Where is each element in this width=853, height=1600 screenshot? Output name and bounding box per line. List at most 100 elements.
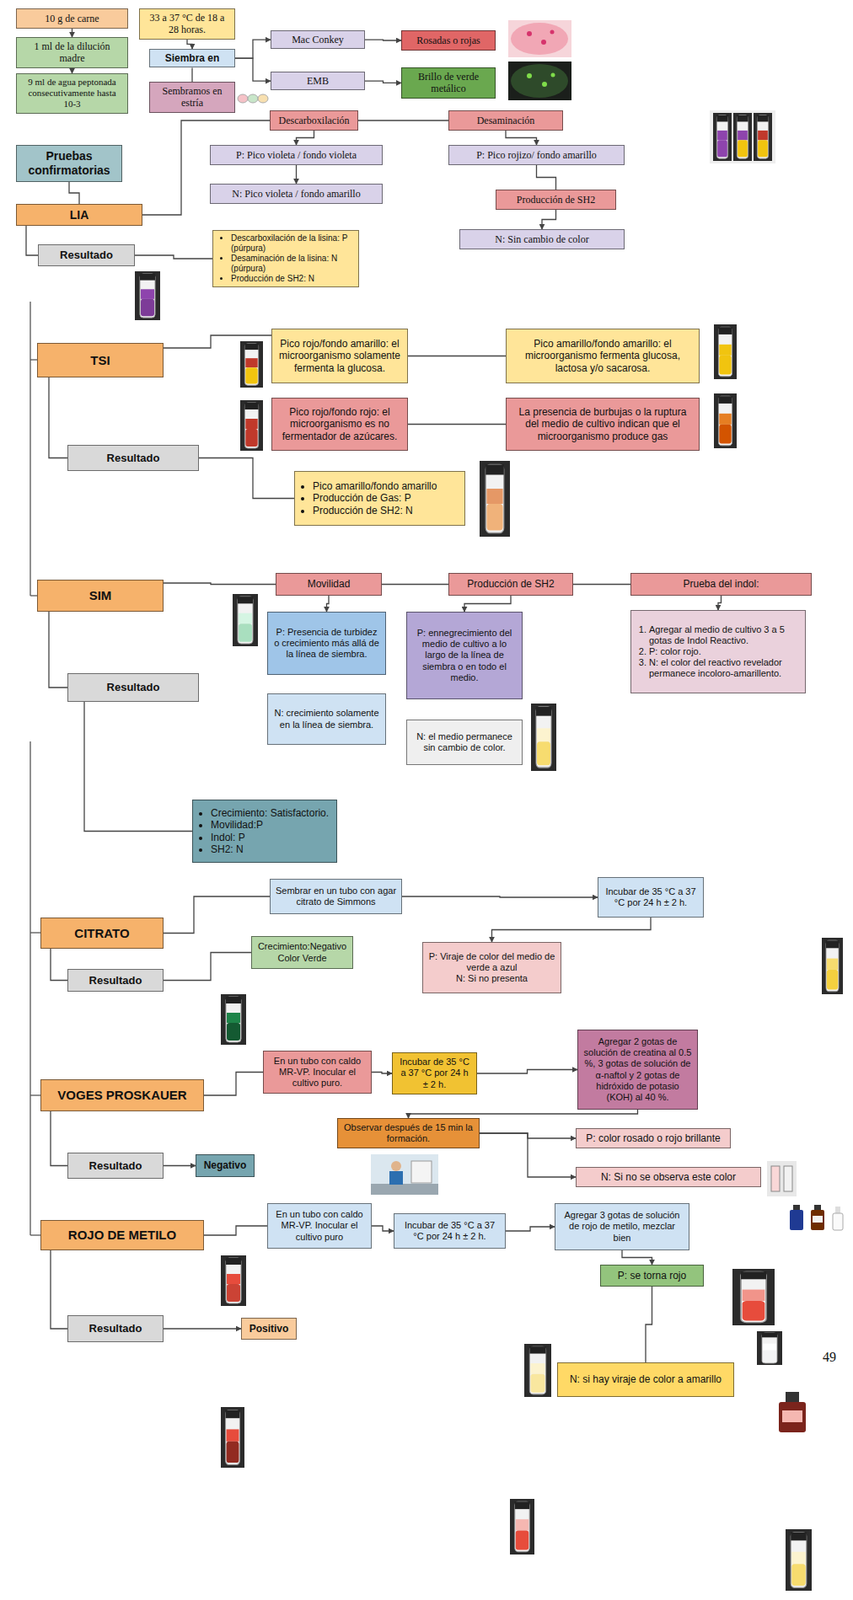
reagent-bottles <box>789 1205 843 1231</box>
node-text: 9 ml de agua peptonada consecutivamente … <box>21 76 124 111</box>
node-text: La presencia de burbujas o la ruptura de… <box>510 406 695 443</box>
test-tube <box>713 324 737 380</box>
node-text: Observar después de 15 min la formación. <box>342 1122 475 1145</box>
process-box: Incubar de 35 °C a 37 °C por 24 h ± 2 h. <box>597 877 704 918</box>
node-text: N: Si no presenta <box>427 973 557 985</box>
connector <box>163 896 270 934</box>
person-body <box>389 1171 403 1186</box>
connector <box>235 58 271 81</box>
test-tube <box>220 994 247 1046</box>
node-text: Sembramos en estría <box>154 85 231 110</box>
connector <box>358 119 449 121</box>
process-box: Agregar al medio de cultivo 3 a 5 gotas … <box>630 610 806 694</box>
header-box: Pruebas confirmatorias <box>16 144 123 183</box>
test-tube <box>134 271 161 321</box>
process-box: Incubar de 35 °C a 37 °C por 24 h ± 2 h. <box>393 1213 506 1250</box>
node-text: P: se torna rojo <box>605 1270 699 1283</box>
node-text: Producción de SH2: N <box>312 504 461 517</box>
connector <box>191 67 193 82</box>
node-text: Crecimiento:Negativo Color Verde <box>256 941 349 964</box>
node-text: Resultado <box>72 974 159 988</box>
process-box: En un tubo con caldo MR-VP. Inocular el … <box>262 1051 372 1095</box>
test-tube <box>756 1331 783 1366</box>
test-tube <box>713 393 737 449</box>
process-box: Producción de SH2 <box>495 189 617 210</box>
separator-tick <box>30 1234 41 1236</box>
header-box: Resultado <box>67 1315 164 1343</box>
node-text: Pico amarillo/fondo amarillo: el microor… <box>510 337 695 375</box>
node-text: P: Viraje de color del medio de verde a … <box>427 951 557 974</box>
header-box: LIA <box>16 203 143 226</box>
connector <box>492 917 652 943</box>
pink-plate-photo <box>508 20 572 58</box>
node-text: Resultado <box>42 248 130 263</box>
separator-tick <box>30 1094 41 1096</box>
node-text: Mac Conkey <box>275 33 360 46</box>
vial-photo <box>767 1161 797 1197</box>
process-box: N: Sin cambio de color <box>459 229 625 250</box>
connector <box>163 583 276 585</box>
process-box: Incubar de 35 °C a 37 °C por 24 h ± 2 h. <box>391 1052 478 1095</box>
connector <box>48 611 68 688</box>
connector <box>718 595 722 611</box>
connector <box>408 1110 639 1119</box>
bottle <box>810 1210 825 1231</box>
node-text: Positivo <box>246 1323 292 1336</box>
node-text: Producción de SH2: N <box>230 273 355 285</box>
test-tube <box>785 1529 812 1592</box>
plate <box>510 64 569 98</box>
connector <box>371 1072 392 1075</box>
process-box: Pico rojo/fondo amarillo: el microorgani… <box>271 328 408 384</box>
connector <box>163 1328 242 1330</box>
connector <box>479 1133 576 1178</box>
photo-bg <box>767 1161 797 1197</box>
process-box: Descarboxilación de la lisina: P (púrpur… <box>212 230 360 288</box>
process-box: La presencia de burbujas o la ruptura de… <box>505 397 700 451</box>
connector <box>296 130 315 145</box>
node-text: Incubar de 35 °C a 37 °C por 24 h ± 2 h. <box>396 1056 473 1091</box>
dropper-bottle <box>832 1213 843 1231</box>
test-tube <box>479 461 510 537</box>
dropper-tip <box>835 1207 841 1214</box>
connector <box>407 423 506 425</box>
connector <box>50 1111 68 1167</box>
process-box: P: Viraje de color del medio de verde a … <box>422 942 562 994</box>
node-text: Agregar 3 gotas de solución de rojo de m… <box>559 1210 685 1245</box>
process-box: P: color rosado o rojo brillante <box>575 1128 731 1149</box>
bottle-neck <box>785 1392 800 1403</box>
node-text: CITRATO <box>45 926 159 942</box>
node-text: Pico rojo/fondo amarillo: el microorgani… <box>276 337 403 375</box>
node-text: Pico rojo/fondo rojo: el microorganismo … <box>276 406 403 443</box>
node-text: Incubar de 35 °C a 37 °C por 24 h ± 2 h. <box>602 886 699 909</box>
test-tube <box>240 341 263 388</box>
vial <box>783 1166 793 1192</box>
process-box: Descarboxilación <box>269 110 359 131</box>
connector <box>327 595 330 612</box>
node-text: N: crecimiento solamente en la línea de … <box>272 708 381 730</box>
node-text: Sembrar en un tubo con agar citrato de S… <box>274 885 397 908</box>
bottle <box>789 1210 804 1231</box>
node-text: VOGES PROSKAUER <box>45 1088 199 1104</box>
node-text: Agregar al medio de cultivo 3 a 5 gotas … <box>649 624 801 647</box>
node-text: P: Pico rojizo/ fondo amarillo <box>453 149 620 161</box>
bottle-label <box>812 1216 823 1224</box>
node-text: SIM <box>42 588 159 604</box>
bottle <box>778 1402 806 1433</box>
plate-bg <box>508 61 572 101</box>
connector <box>50 1250 68 1330</box>
header-box: VOGES PROSKAUER <box>40 1079 204 1112</box>
separator-line <box>29 741 31 1236</box>
node-text: Siembra en <box>154 52 231 65</box>
connector <box>163 1165 196 1167</box>
plate <box>510 22 569 55</box>
process-box: 1 ml de la dilución madre <box>16 37 129 69</box>
process-box: Prueba del indol: <box>630 573 812 596</box>
connector <box>163 953 252 982</box>
test-tube <box>509 1499 535 1556</box>
process-box: N: Pico violeta / fondo amarillo <box>209 183 383 204</box>
colony <box>541 39 547 45</box>
bottle-neck <box>793 1205 800 1211</box>
node-text: Desaminación de la lisina: N (púrpura) <box>230 253 355 274</box>
node-text: En un tubo con caldo MR-VP. Inocular el … <box>268 1056 367 1090</box>
